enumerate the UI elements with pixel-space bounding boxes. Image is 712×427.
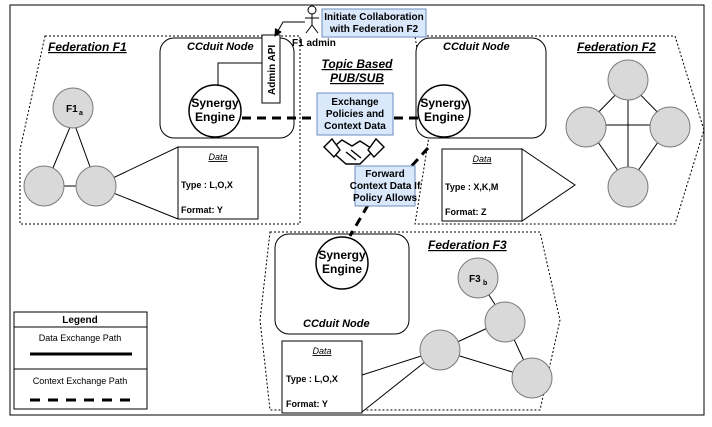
synergy-engine-f1 <box>188 84 242 138</box>
data-table-f2-format: Format: Z <box>445 207 487 217</box>
peer-node <box>23 165 65 207</box>
initiate-callout <box>321 8 427 38</box>
federation-f2-boundary <box>414 35 705 225</box>
exchange-line-2: Policies and <box>326 109 384 120</box>
federation-f1-boundary <box>19 35 301 225</box>
exchange-callout <box>316 92 394 136</box>
peer-node <box>607 59 649 101</box>
peer-node <box>457 257 499 299</box>
data-table-f3-header: Data <box>312 346 331 356</box>
synergy-engine-f3 <box>315 236 369 290</box>
synergy-engine-f1-line-1: Synergy <box>191 96 239 110</box>
topic-title-1: Topic Based <box>322 57 394 71</box>
exchange-line-1: Exchange <box>331 97 379 108</box>
data-table-f3-format: Format: Y <box>286 399 328 409</box>
ccduit-node-f3-title: CCduit Node <box>303 318 370 330</box>
synergy-engine-f2-line-2: Engine <box>424 110 464 124</box>
legend <box>13 311 148 410</box>
synergy-engine-f1-line-2: Engine <box>195 110 235 124</box>
legend-title: Legend <box>62 315 98 326</box>
forward-line-1: Forward <box>365 169 404 180</box>
synergy-engine-f2 <box>417 84 471 138</box>
peer-f3b-sub: b <box>483 280 487 287</box>
data-table-f2-pointer <box>521 148 576 222</box>
ccduit-node-f1-title: CCduit Node <box>187 41 254 53</box>
synergy-engine-f3-line-2: Engine <box>322 262 362 276</box>
legend-item-data: Data Exchange Path <box>39 333 122 343</box>
f1-admin-label: F1 admin <box>292 38 336 49</box>
forward-line-2: Context Data If <box>350 181 421 192</box>
forward-line-3: Policy Allows <box>353 193 418 204</box>
f1-admin-actor <box>305 5 319 34</box>
peer-node <box>52 87 94 129</box>
context-path-forward-a <box>406 146 430 172</box>
peer-node <box>419 329 461 371</box>
peer-node <box>565 106 607 148</box>
synergy-engine-f2-line-1: Synergy <box>420 96 468 110</box>
admin-api-label: Admin API <box>267 45 278 95</box>
context-path-forward-b <box>348 204 370 237</box>
data-table-f2 <box>441 148 523 222</box>
peer-node <box>75 165 117 207</box>
forward-callout <box>354 165 416 207</box>
federation-f3-boundary <box>259 231 561 411</box>
legend-item-context: Context Exchange Path <box>33 376 128 386</box>
data-table-f3-type: Type : L,O,X <box>286 374 338 384</box>
federation-f3-title: Federation F3 <box>428 238 507 252</box>
peer-node <box>484 301 526 343</box>
federation-f1-title: Federation F1 <box>48 40 127 54</box>
data-table-f1-type: Type : L,O,X <box>181 180 233 190</box>
peer-node <box>607 166 649 208</box>
federation-f2-title: Federation F2 <box>577 40 656 54</box>
admin-arrow <box>274 21 305 37</box>
handshake-icon <box>323 137 385 165</box>
topic-title-2: PUB/SUB <box>330 71 384 85</box>
synergy-engine-f3-line-1: Synergy <box>318 248 366 262</box>
data-table-f1-header: Data <box>208 152 227 162</box>
peer-f1a-label: F1 <box>66 104 78 115</box>
federation-f3-peers <box>361 257 553 414</box>
ccduit-node-f2-title: CCduit Node <box>443 41 510 53</box>
exchange-line-3: Context Data <box>324 121 386 132</box>
data-table-f3 <box>281 340 363 414</box>
federation-f2-peers <box>565 59 691 208</box>
peer-f3b-label: F3 <box>469 274 481 285</box>
admin-api-box <box>261 34 281 104</box>
initiate-line-1: Initiate Collaboration <box>324 12 423 23</box>
data-table-f2-type: Type : X,K,M <box>445 182 498 192</box>
peer-node <box>649 106 691 148</box>
initiate-line-2: with Federation F2 <box>329 24 419 35</box>
federation-f1-peers <box>23 87 179 220</box>
data-table-f2-header: Data <box>472 154 491 164</box>
data-table-f1 <box>177 146 259 220</box>
data-table-f1-format: Format: Y <box>181 205 223 215</box>
peer-f1a-sub: a <box>79 110 83 117</box>
peer-node <box>511 357 553 399</box>
admin-api-link <box>217 62 262 92</box>
